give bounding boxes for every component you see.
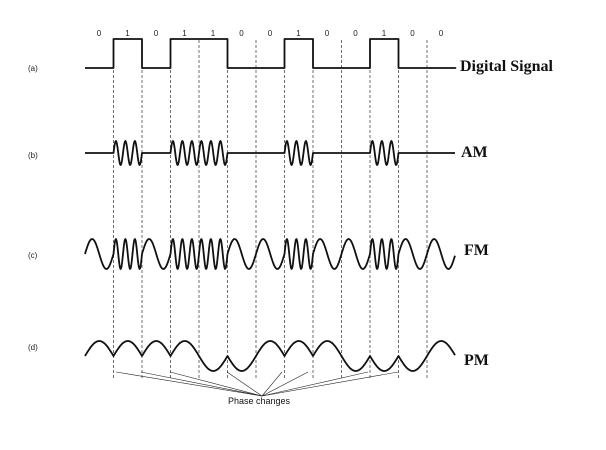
bit-label: 0 [353,29,358,38]
fm-waveform [84,238,456,270]
phase-change-arrow [261,371,309,397]
bit-label: 0 [97,29,102,38]
label-digital-signal: Digital Signal [460,58,553,75]
bit-label: 1 [125,29,130,38]
bit-label: 0 [154,29,159,38]
phase-change-arrow [226,371,263,397]
bit-label: 1 [296,29,301,38]
phase-change-arrow [261,371,369,397]
timing-guides [113,40,428,380]
bit-label: 0 [439,29,444,38]
bit-label: 1 [182,29,187,38]
phase-change-arrows [115,371,399,397]
bit-label: 1 [211,29,216,38]
bit-label: 0 [410,29,415,38]
row-tag-digital: (a) [28,64,38,73]
bit-label: 0 [239,29,244,38]
bit-label: 1 [382,29,387,38]
bit-label: 0 [268,29,273,38]
row-tag-fm: (c) [28,251,38,260]
phase-change-arrow [261,371,399,397]
am-waveform [84,140,456,166]
row-tag-am: (b) [28,151,38,160]
phase-change-arrow [261,371,283,397]
label-pm: PM [464,352,489,369]
bit-label: 0 [325,29,330,38]
phase-change-arrow [140,371,263,397]
pm-waveform [84,340,456,372]
label-fm: FM [464,242,489,259]
row-tag-pm: (d) [28,343,38,352]
phase-change-arrow [115,371,263,397]
phase-change-arrow [169,371,263,397]
digital-signal-waveform [85,38,457,69]
label-am: AM [461,144,488,161]
phase-changes-label: Phase changes [228,396,291,406]
bit-labels: 0 1 0 1 1 0 0 1 0 0 1 0 0 [97,29,444,38]
